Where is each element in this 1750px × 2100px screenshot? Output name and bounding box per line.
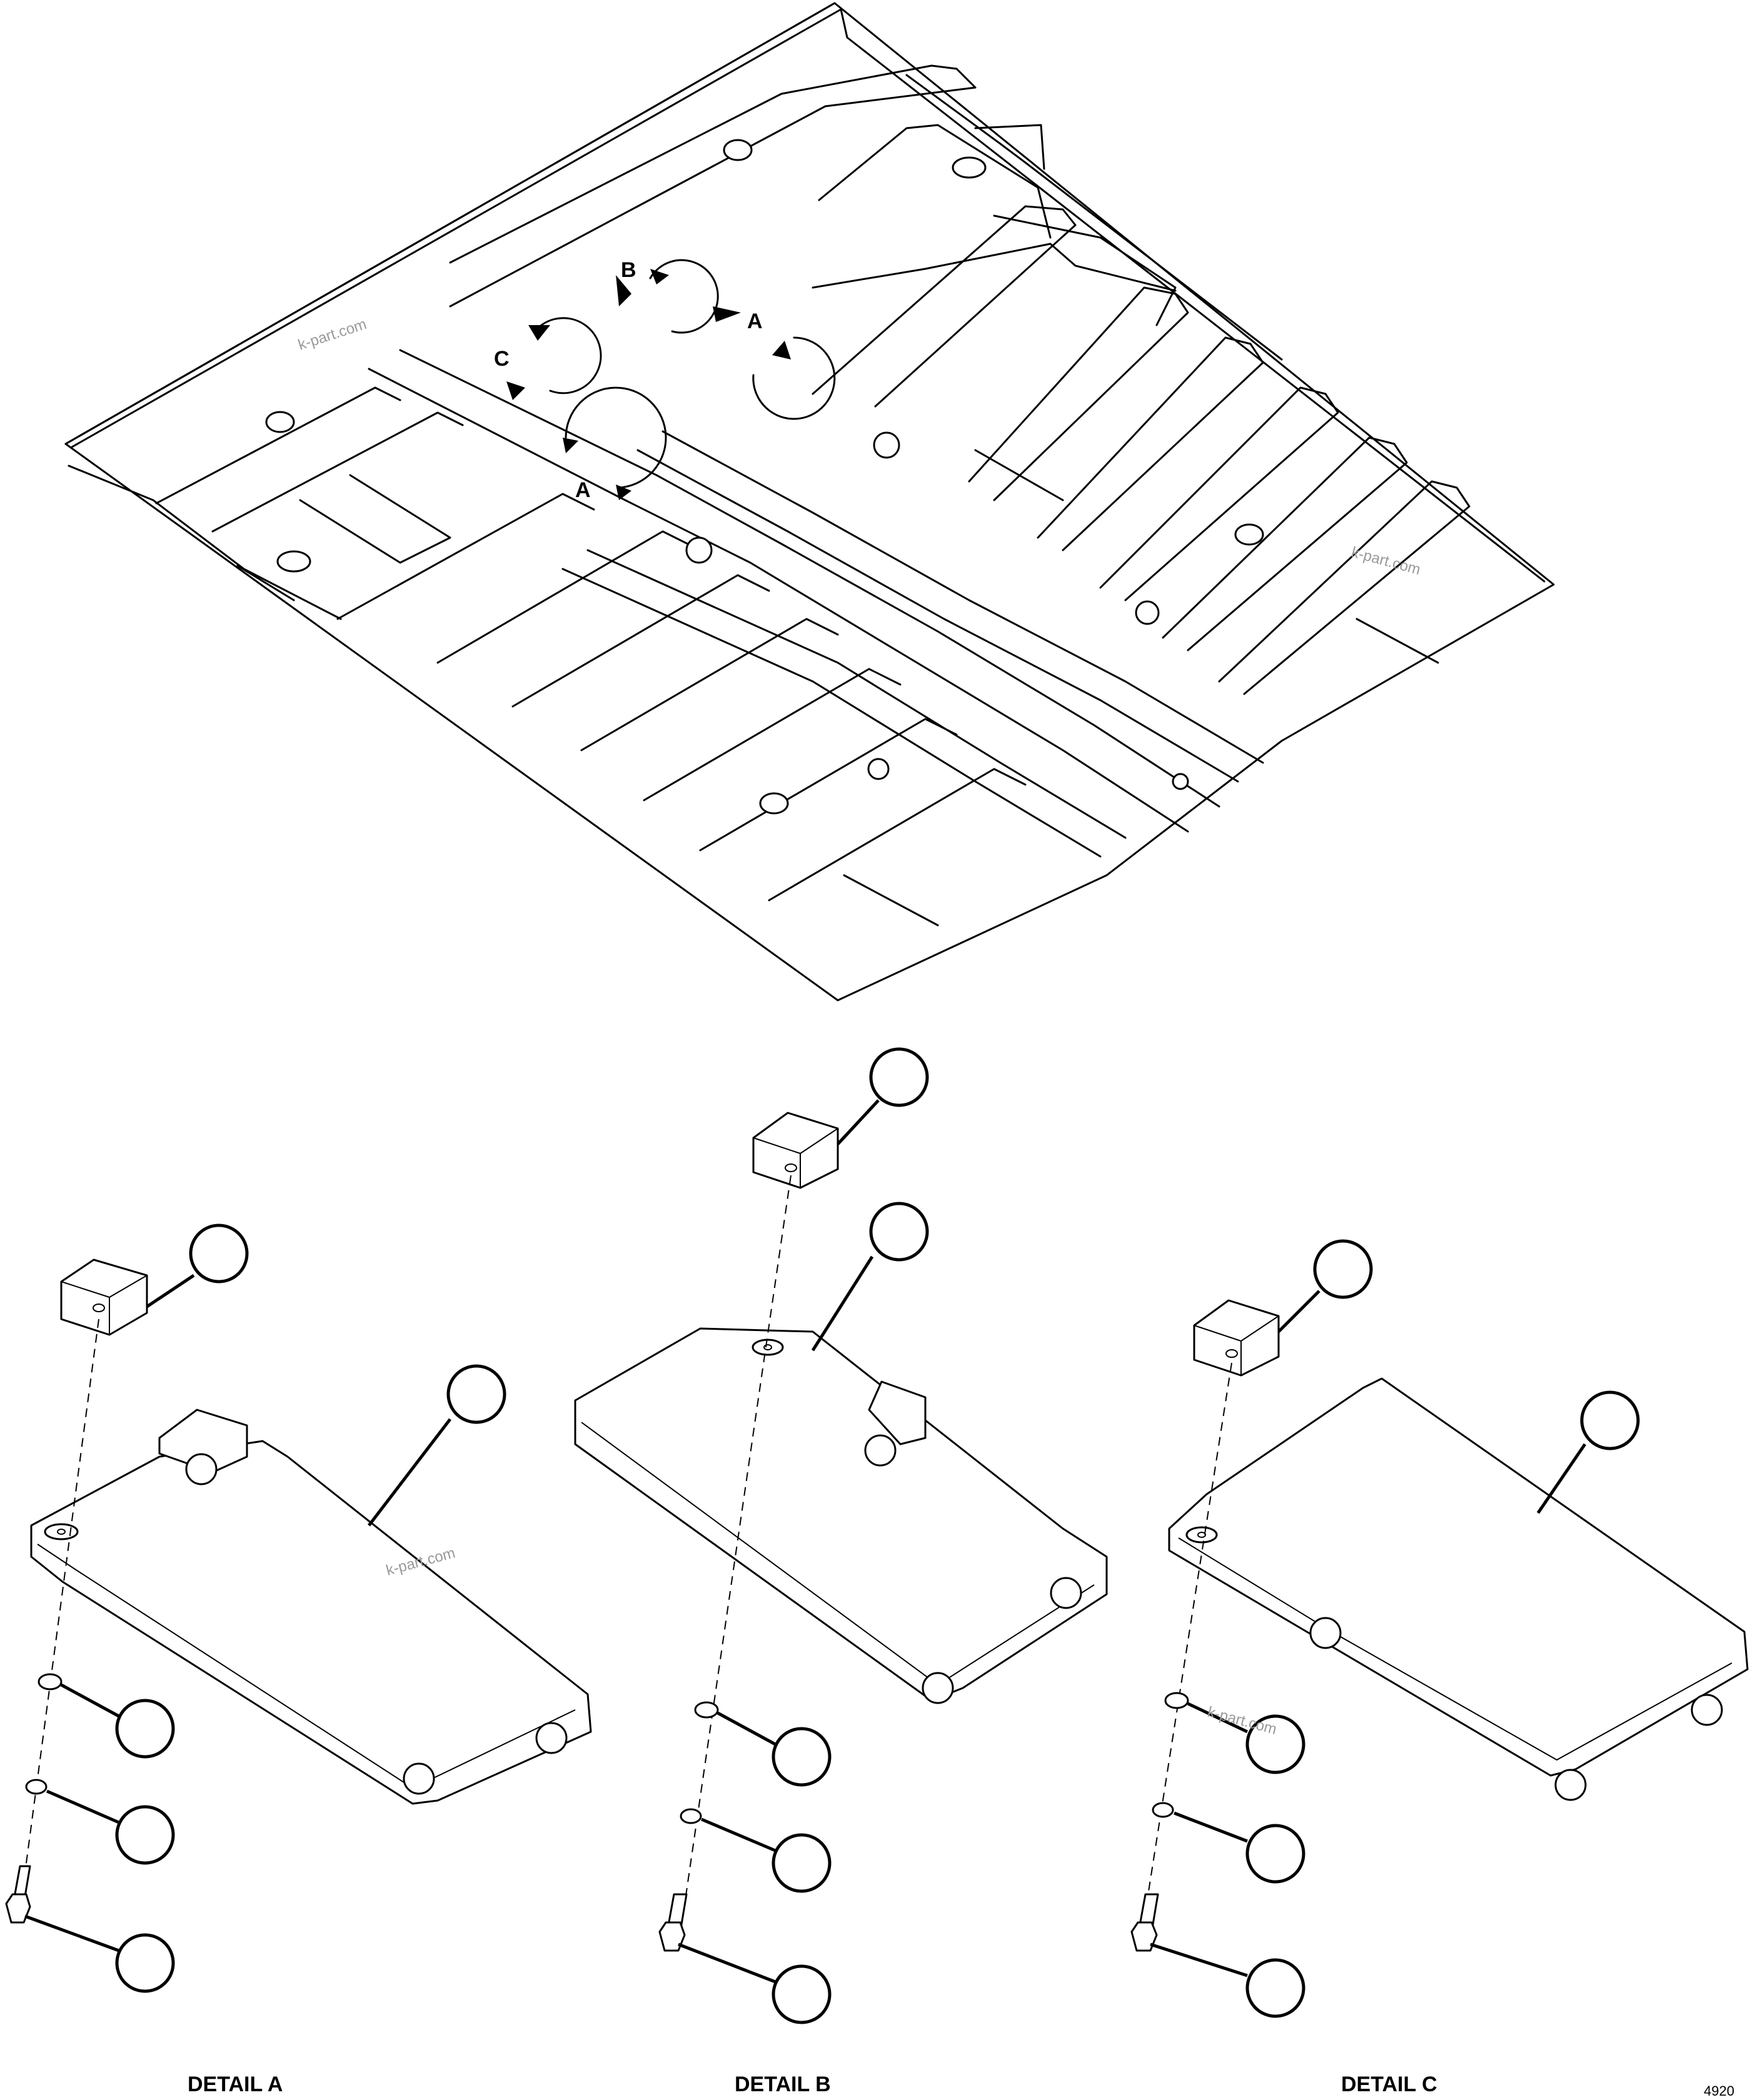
watermark-detail-c: k-part.com — [1205, 1704, 1278, 1738]
detail-callout-c: C — [494, 317, 602, 400]
callout-letter-a-left: A — [575, 478, 591, 502]
callout-balloon — [869, 1202, 929, 1262]
callout-balloon — [1245, 1714, 1305, 1774]
detail-a-assembly: k-part.com DETAIL A — [5, 1223, 592, 2096]
callout-balloon — [772, 1964, 832, 2024]
callout-balloon — [1580, 1390, 1640, 1450]
callout-balloon — [115, 1933, 175, 1993]
detail-callout-b: B — [616, 258, 719, 334]
callout-balloon — [869, 1047, 929, 1107]
figure-code: 4920 — [1704, 2083, 1734, 2099]
callout-letter-c: C — [494, 347, 510, 371]
hex-bolt-b — [658, 1921, 686, 1952]
spacer-block-c — [1193, 1299, 1280, 1377]
callout-balloon — [1245, 1958, 1305, 2018]
hex-bolt-a — [5, 1893, 31, 1924]
flat-washer-c — [1164, 1692, 1189, 1709]
lock-washer-a — [25, 1779, 48, 1795]
callout-balloon — [115, 1699, 175, 1759]
callout-balloon — [189, 1223, 249, 1284]
lock-washer-c — [1152, 1802, 1174, 1818]
detail-c-assembly: k-part.com DETAIL C — [1130, 1239, 1749, 2096]
flat-washer-a — [38, 1673, 63, 1691]
floor-plate-assembly: A B C A k-part.com k-part.com — [64, 2, 1555, 1002]
hex-bolt-c — [1130, 1921, 1158, 1952]
mount-plate-a — [30, 1440, 592, 1805]
mount-plate-b — [574, 1327, 1108, 1702]
detail-callout-a-right: A — [713, 306, 836, 420]
callout-balloon — [1245, 1824, 1305, 1884]
spacer-block-a — [60, 1258, 148, 1336]
detail-b-label: DETAIL B — [735, 2072, 831, 2096]
callout-balloon — [446, 1364, 506, 1424]
callout-balloon — [772, 1833, 832, 1893]
callout-balloon — [1313, 1239, 1373, 1299]
callout-balloon — [115, 1805, 175, 1865]
flat-washer-b — [694, 1701, 719, 1719]
callout-balloon — [772, 1727, 832, 1787]
mount-plate-c — [1168, 1377, 1749, 1777]
detail-c-label: DETAIL C — [1341, 2072, 1437, 2096]
callout-letter-b: B — [621, 258, 636, 282]
spacer-block-b — [752, 1112, 839, 1189]
callout-letter-a-right: A — [747, 309, 763, 333]
lock-washer-b — [680, 1808, 702, 1824]
detail-callout-a-left: A — [563, 386, 667, 502]
detail-a-label: DETAIL A — [188, 2072, 283, 2096]
detail-b-assembly: DETAIL B — [574, 1047, 1108, 2096]
